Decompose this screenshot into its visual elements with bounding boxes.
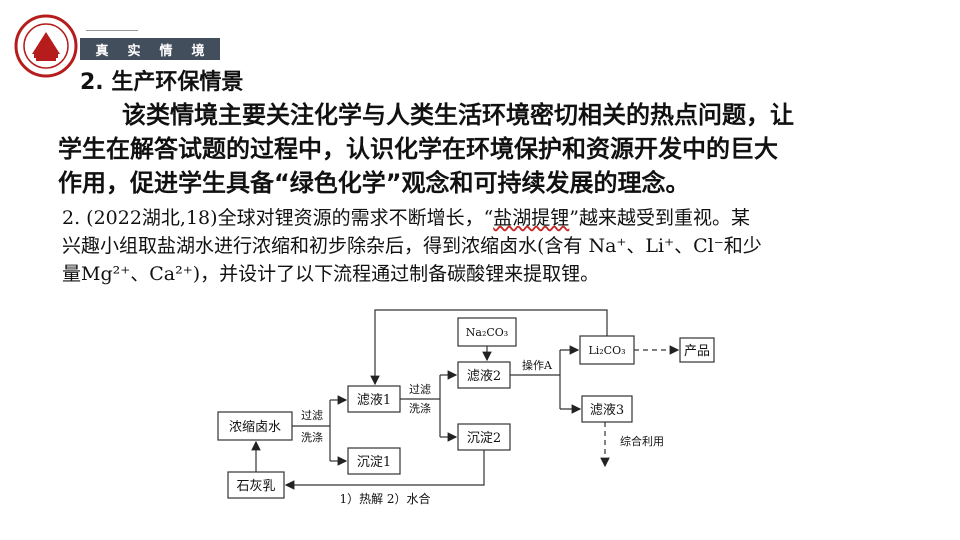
highlight-text: 盐湖提锂 (493, 207, 570, 229)
paragraph-line: 学生在解答试题的过程中，认识化学在环境保护和资源开发中的巨大 (58, 135, 778, 163)
exam-question: 2. (2022湖北,18)全球对锂资源的需求不断增长，“盐湖提锂”越来越受到重… (62, 204, 922, 288)
li2co3-box (579, 335, 635, 365)
wash-label: 洗涤 (301, 430, 323, 444)
filter-label: 过滤 (301, 409, 323, 422)
question-line: 量Mg²⁺、Ca²⁺)，并设计了以下流程通过制备碳酸锂来提取锂。 (62, 263, 600, 285)
school-logo (14, 14, 78, 78)
tag-char: 境 (191, 43, 205, 59)
product-box (679, 337, 715, 363)
tag-char: 情 (159, 43, 173, 59)
tag-char: 实 (127, 43, 141, 59)
process-flow-diagram: 浓缩卤水 石灰乳 滤液1 沉淀1 Na₂CO₃ 滤液2 沉淀2 Li₂CO₃ 产… (217, 309, 715, 506)
precip1-box (347, 447, 401, 475)
na2co3-label: Na₂CO₃ (466, 326, 508, 339)
section-title: 2. 生产环保情景 (80, 70, 244, 95)
filtrate2-label: 滤液2 (467, 369, 501, 384)
bottom-process-label: 1）热解 2）水合 (339, 491, 430, 506)
product-label: 产品 (684, 344, 710, 359)
filtrate1-label: 滤液1 (357, 393, 391, 408)
filtrate3-label: 滤液3 (590, 403, 624, 418)
precip2-box (457, 423, 511, 451)
decorative-line (86, 30, 138, 31)
real-scenario-tag: 真 实 情 境 (80, 38, 220, 60)
wash-label: 洗涤 (409, 401, 431, 415)
description-paragraph: 该类情境主要关注化学与人类生活环境密切相关的热点问题，让 学生在解答试题的过程中… (58, 98, 918, 200)
paragraph-line: 作用，促进学生具备“绿色化学”观念和可持续发展的理念。 (58, 169, 690, 197)
comprehensive-use-label: 综合利用 (620, 434, 664, 448)
question-line: 兴趣小组取盐湖水进行浓缩和初步除杂后，得到浓缩卤水(含有 Na⁺、Li⁺、Cl⁻… (62, 235, 762, 257)
filtrate3-box (581, 395, 633, 423)
brine-box (217, 411, 293, 441)
lime-label: 石灰乳 (236, 479, 275, 494)
li2co3-label: Li₂CO₃ (588, 344, 625, 357)
paragraph-line: 该类情境主要关注化学与人类生活环境密切相关的热点问题，让 (122, 101, 794, 129)
brine-label: 浓缩卤水 (229, 419, 281, 435)
precip2-label: 沉淀2 (467, 431, 501, 446)
question-line: 2. (2022湖北,18)全球对锂资源的需求不断增长，“盐湖提锂”越来越受到重… (62, 207, 751, 229)
operation-a-label: 操作A (522, 358, 553, 372)
na2co3-box (457, 317, 517, 347)
tag-char: 真 (95, 43, 109, 59)
filtrate2-box (457, 361, 511, 389)
precip1-label: 沉淀1 (357, 455, 391, 470)
filter-label: 过滤 (409, 383, 431, 396)
